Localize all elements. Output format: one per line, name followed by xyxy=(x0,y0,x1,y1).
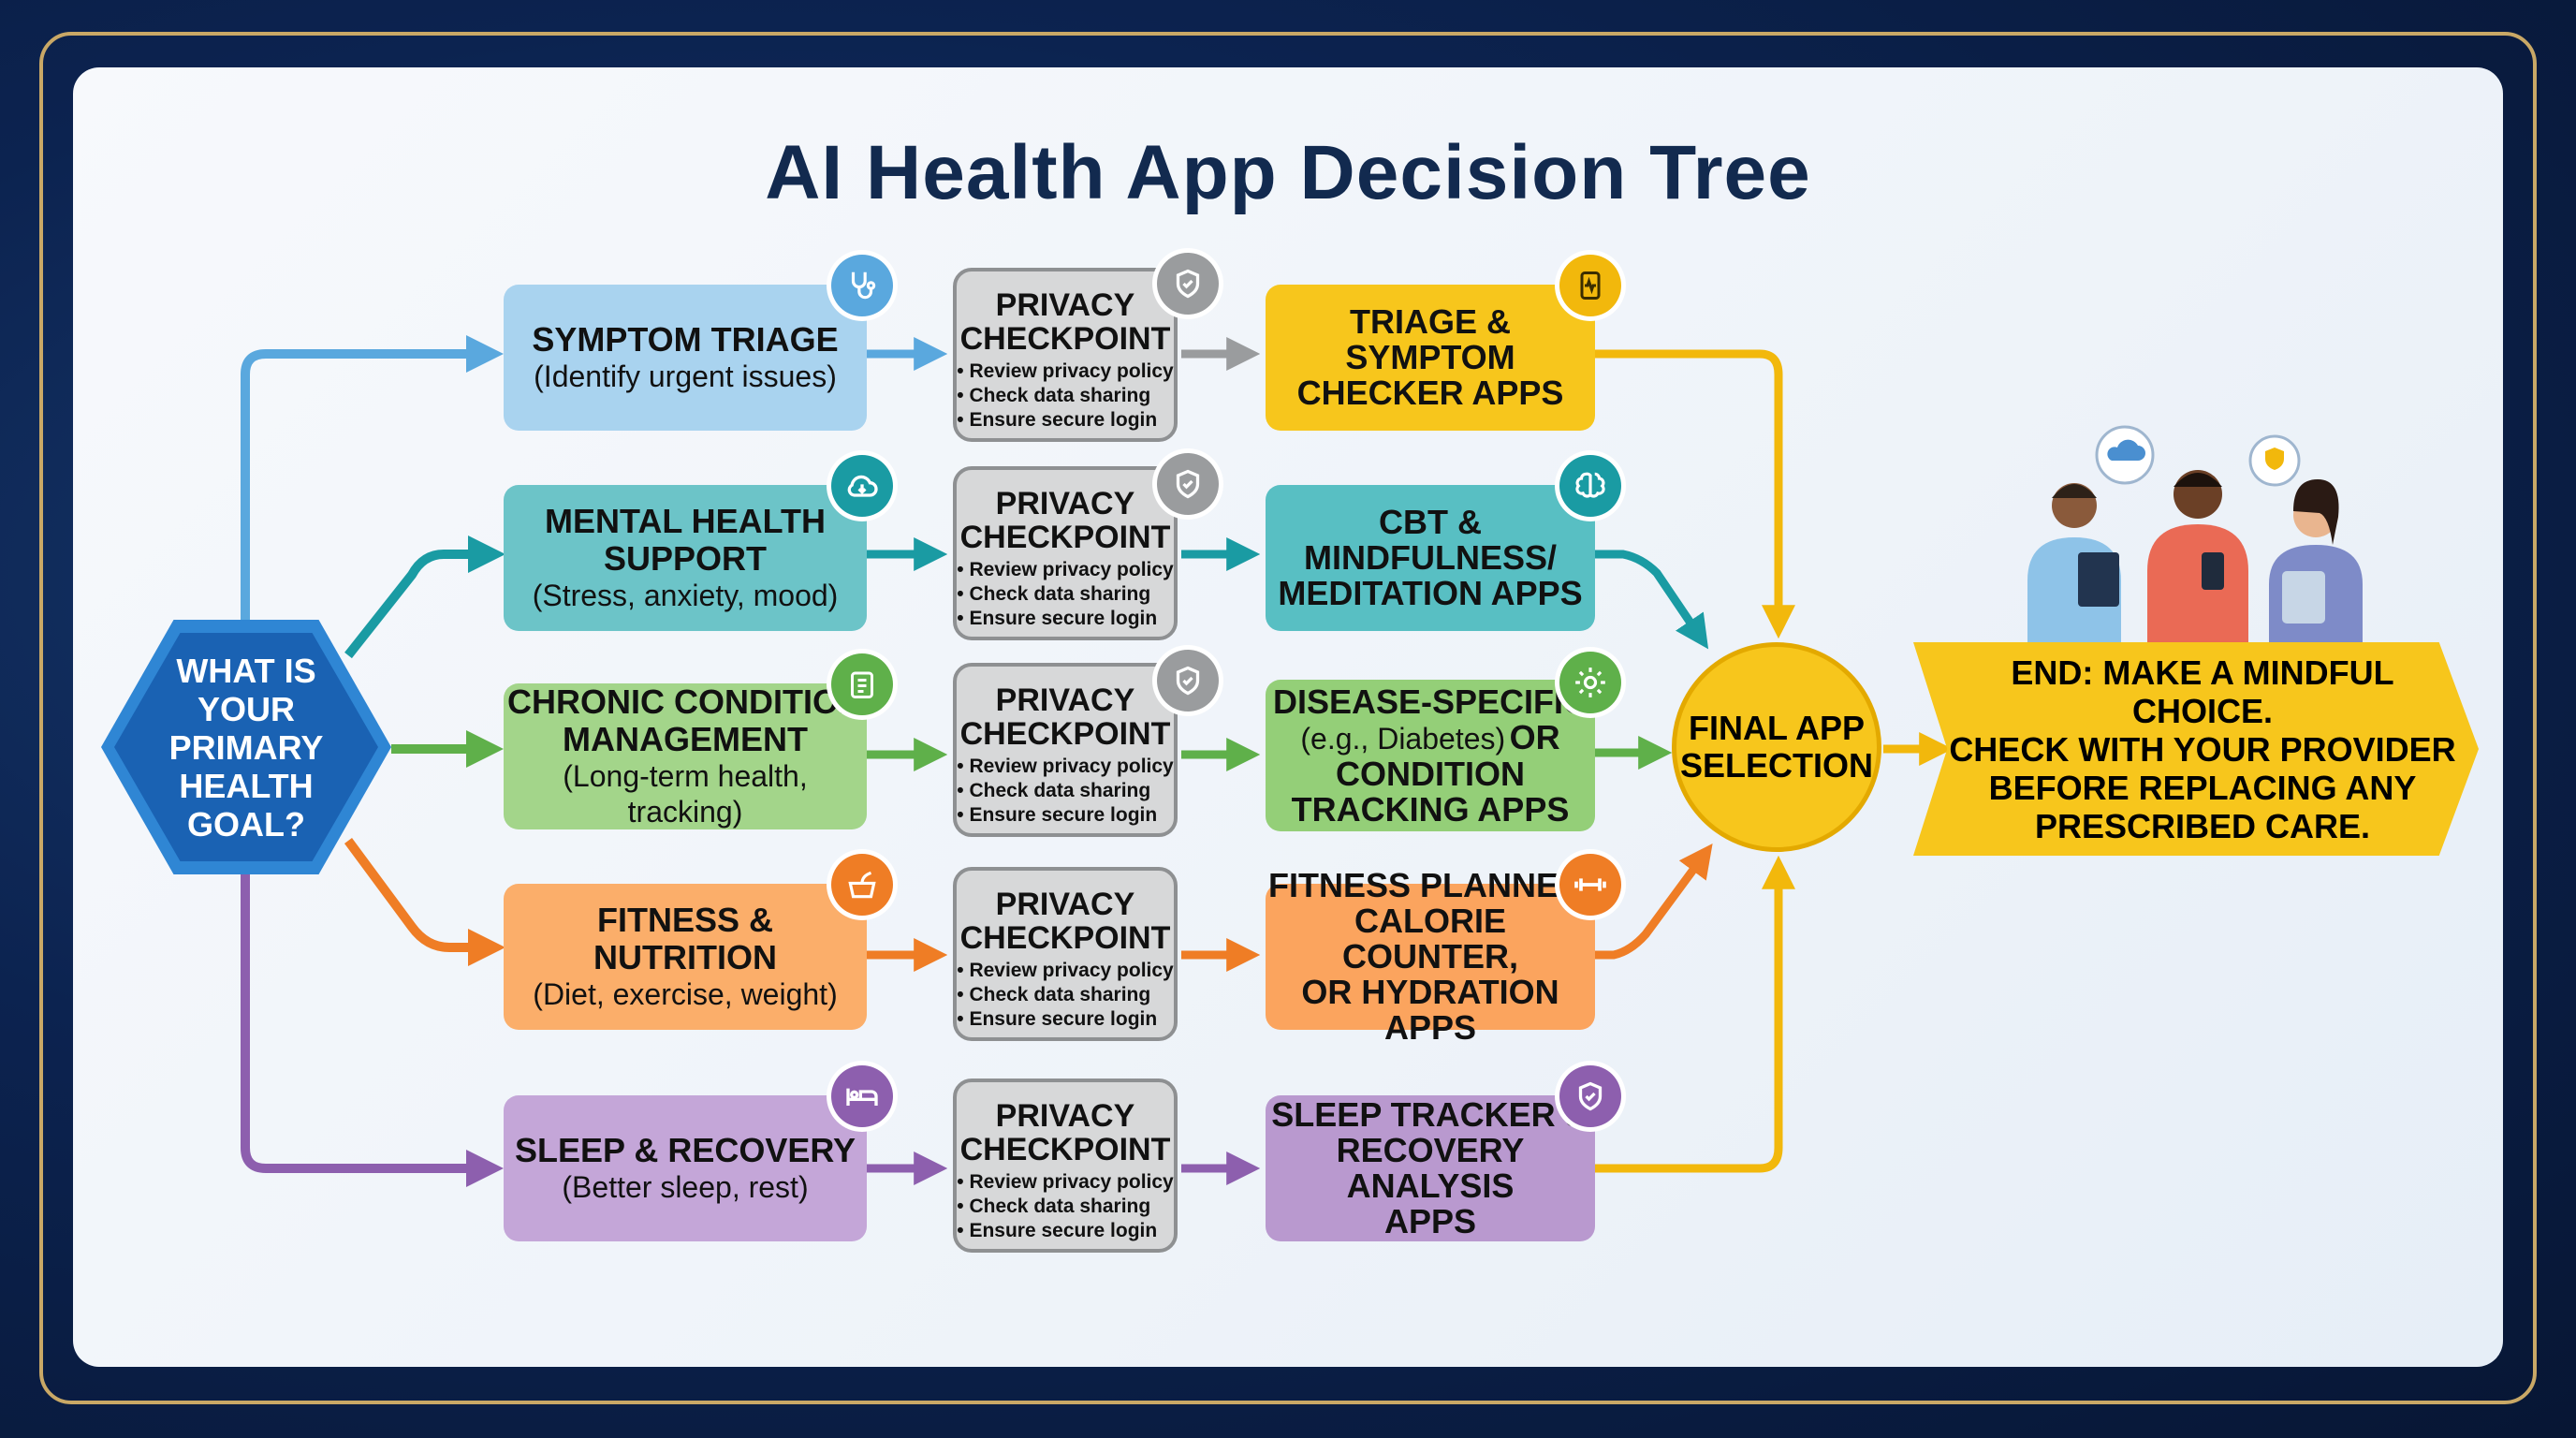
privacy-title: PRIVACY CHECKPOINT xyxy=(959,1098,1171,1167)
result-subtitle-line: (e.g., Diabetes) OR CONDITION TRACKING A… xyxy=(1291,717,1570,829)
final-app-selection: FINAL APP SELECTION xyxy=(1672,642,1881,852)
privacy-checkpoint-1: PRIVACY CHECKPOINT Review privacy policy… xyxy=(953,466,1178,640)
privacy-item: Check data sharing xyxy=(957,582,1173,607)
privacy-item: Review privacy policy xyxy=(957,558,1173,582)
privacy-item: Ensure secure login xyxy=(957,803,1173,828)
category-sleep-recovery: SLEEP & RECOVERY (Better sleep, rest) xyxy=(504,1095,867,1241)
privacy-item: Check data sharing xyxy=(957,1195,1173,1219)
category-subtitle: (Identify urgent issues) xyxy=(534,360,837,393)
result-title: FITNESS PLANNER, CALORIE COUNTER, OR HYD… xyxy=(1267,866,1593,1047)
result-title: CBT & MINDFULNESS/ MEDITATION APPS xyxy=(1278,503,1583,612)
result-disease-apps: DISEASE-SPECIFIC (e.g., Diabetes) OR CON… xyxy=(1266,680,1595,831)
privacy-item: Check data sharing xyxy=(957,384,1173,408)
connector-res-final-1 xyxy=(1593,550,1709,650)
privacy-item: Ensure secure login xyxy=(957,408,1173,433)
bed-icon xyxy=(831,1065,893,1127)
shield-icon xyxy=(1559,1065,1621,1127)
privacy-item: Check data sharing xyxy=(957,779,1173,803)
shield-bubble-icon xyxy=(2248,434,2301,487)
food-icon xyxy=(831,854,893,916)
person-center xyxy=(2147,470,2248,646)
privacy-checkpoint-3: PRIVACY CHECKPOINT Review privacy policy… xyxy=(953,867,1178,1041)
result-fitness-apps: FITNESS PLANNER, CALORIE COUNTER, OR HYD… xyxy=(1266,868,1595,1046)
category-mental-health: MENTAL HEALTH SUPPORT (Stress, anxiety, … xyxy=(504,485,867,631)
privacy-item: Check data sharing xyxy=(957,983,1173,1007)
privacy-title: PRIVACY CHECKPOINT xyxy=(959,887,1171,956)
privacy-item: Review privacy policy xyxy=(957,360,1173,384)
outer-frame xyxy=(39,32,2537,1404)
person-right xyxy=(2269,479,2363,646)
category-subtitle: (Stress, anxiety, mood) xyxy=(532,579,839,612)
privacy-list: Review privacy policy Check data sharing… xyxy=(957,1170,1173,1243)
end-node: END: MAKE A MINDFUL CHOICE. CHECK WITH Y… xyxy=(1913,642,2479,856)
privacy-list: Review privacy policy Check data sharing… xyxy=(957,558,1173,631)
end-label: END: MAKE A MINDFUL CHOICE. CHECK WITH Y… xyxy=(1949,653,2456,845)
category-title: CHRONIC CONDITION MANAGEMENT xyxy=(507,682,863,758)
category-fitness-nutrition: FITNESS & NUTRITION (Diet, exercise, wei… xyxy=(504,884,867,1030)
result-tail: OR CONDITION TRACKING APPS xyxy=(1291,717,1570,829)
category-subtitle: (Long-term health, tracking) xyxy=(563,759,808,829)
privacy-checkpoint-0: PRIVACY CHECKPOINT Review privacy policy… xyxy=(953,268,1178,442)
start-label: WHAT IS YOUR PRIMARY HEALTH GOAL? xyxy=(168,651,324,844)
category-title: FITNESS & NUTRITION xyxy=(593,901,777,976)
gear-icon xyxy=(1559,652,1621,713)
cloud-icon xyxy=(831,455,893,517)
privacy-list: Review privacy policy Check data sharing… xyxy=(957,360,1173,433)
start-node: WHAT IS YOUR PRIMARY HEALTH GOAL? xyxy=(114,633,378,861)
category-title: SYMPTOM TRIAGE xyxy=(532,320,839,359)
result-subtitle: (e.g., Diabetes) xyxy=(1300,721,1506,756)
page-title: AI Health App Decision Tree xyxy=(765,130,1811,215)
privacy-item: Review privacy policy xyxy=(957,755,1173,779)
connector-res-final-0 xyxy=(1593,349,1795,639)
connector-start-mental xyxy=(344,536,505,659)
shield-check-icon xyxy=(1157,650,1219,712)
privacy-list: Review privacy policy Check data sharing… xyxy=(957,755,1173,828)
category-title: MENTAL HEALTH SUPPORT xyxy=(545,502,826,578)
result-cbt-apps: CBT & MINDFULNESS/ MEDITATION APPS xyxy=(1266,485,1595,631)
privacy-checkpoint-2: PRIVACY CHECKPOINT Review privacy policy… xyxy=(953,663,1178,837)
privacy-item: Review privacy policy xyxy=(957,959,1173,983)
result-title: TRIAGE & SYMPTOM CHECKER APPS xyxy=(1296,302,1564,412)
connector-start-fitness xyxy=(344,838,505,966)
result-title: DISEASE-SPECIFIC xyxy=(1272,682,1588,721)
privacy-item: Ensure secure login xyxy=(957,1219,1173,1243)
connector-res-final-4 xyxy=(1593,855,1795,1173)
category-subtitle: (Better sleep, rest) xyxy=(562,1170,809,1204)
cloud-bubble-icon xyxy=(2095,425,2155,485)
privacy-title: PRIVACY CHECKPOINT xyxy=(959,682,1171,752)
privacy-item: Ensure secure login xyxy=(957,607,1173,631)
privacy-title: PRIVACY CHECKPOINT xyxy=(959,287,1171,357)
result-triage-apps: TRIAGE & SYMPTOM CHECKER APPS xyxy=(1266,285,1595,431)
connector-res-final-3 xyxy=(1593,843,1713,960)
privacy-item: Review privacy policy xyxy=(957,1170,1173,1195)
person-left xyxy=(2027,483,2121,646)
brain-icon xyxy=(1559,455,1621,517)
final-label: FINAL APP SELECTION xyxy=(1679,709,1873,785)
category-title: SLEEP & RECOVERY xyxy=(514,1131,856,1169)
stethoscope-icon xyxy=(831,255,893,316)
category-chronic-condition: CHRONIC CONDITION MANAGEMENT (Long-term … xyxy=(504,683,867,829)
privacy-title: PRIVACY CHECKPOINT xyxy=(959,486,1171,555)
result-sleep-apps: SLEEP TRACKER & RECOVERY ANALYSIS APPS xyxy=(1266,1095,1595,1241)
clipboard-icon xyxy=(1559,255,1621,316)
checklist-icon xyxy=(831,653,893,715)
connector-start-sleep xyxy=(241,874,504,1187)
connector-start-symptom xyxy=(241,335,504,620)
privacy-item: Ensure secure login xyxy=(957,1007,1173,1032)
category-symptom-triage: SYMPTOM TRIAGE (Identify urgent issues) xyxy=(504,285,867,431)
result-title: SLEEP TRACKER & RECOVERY ANALYSIS APPS xyxy=(1271,1095,1588,1240)
privacy-list: Review privacy policy Check data sharing… xyxy=(957,959,1173,1032)
privacy-checkpoint-4: PRIVACY CHECKPOINT Review privacy policy… xyxy=(953,1078,1178,1253)
dumbbell-icon xyxy=(1559,854,1621,916)
shield-check-icon xyxy=(1157,253,1219,315)
category-subtitle: (Diet, exercise, weight) xyxy=(533,977,838,1011)
people-illustration xyxy=(2027,425,2363,646)
shield-check-icon xyxy=(1157,453,1219,515)
